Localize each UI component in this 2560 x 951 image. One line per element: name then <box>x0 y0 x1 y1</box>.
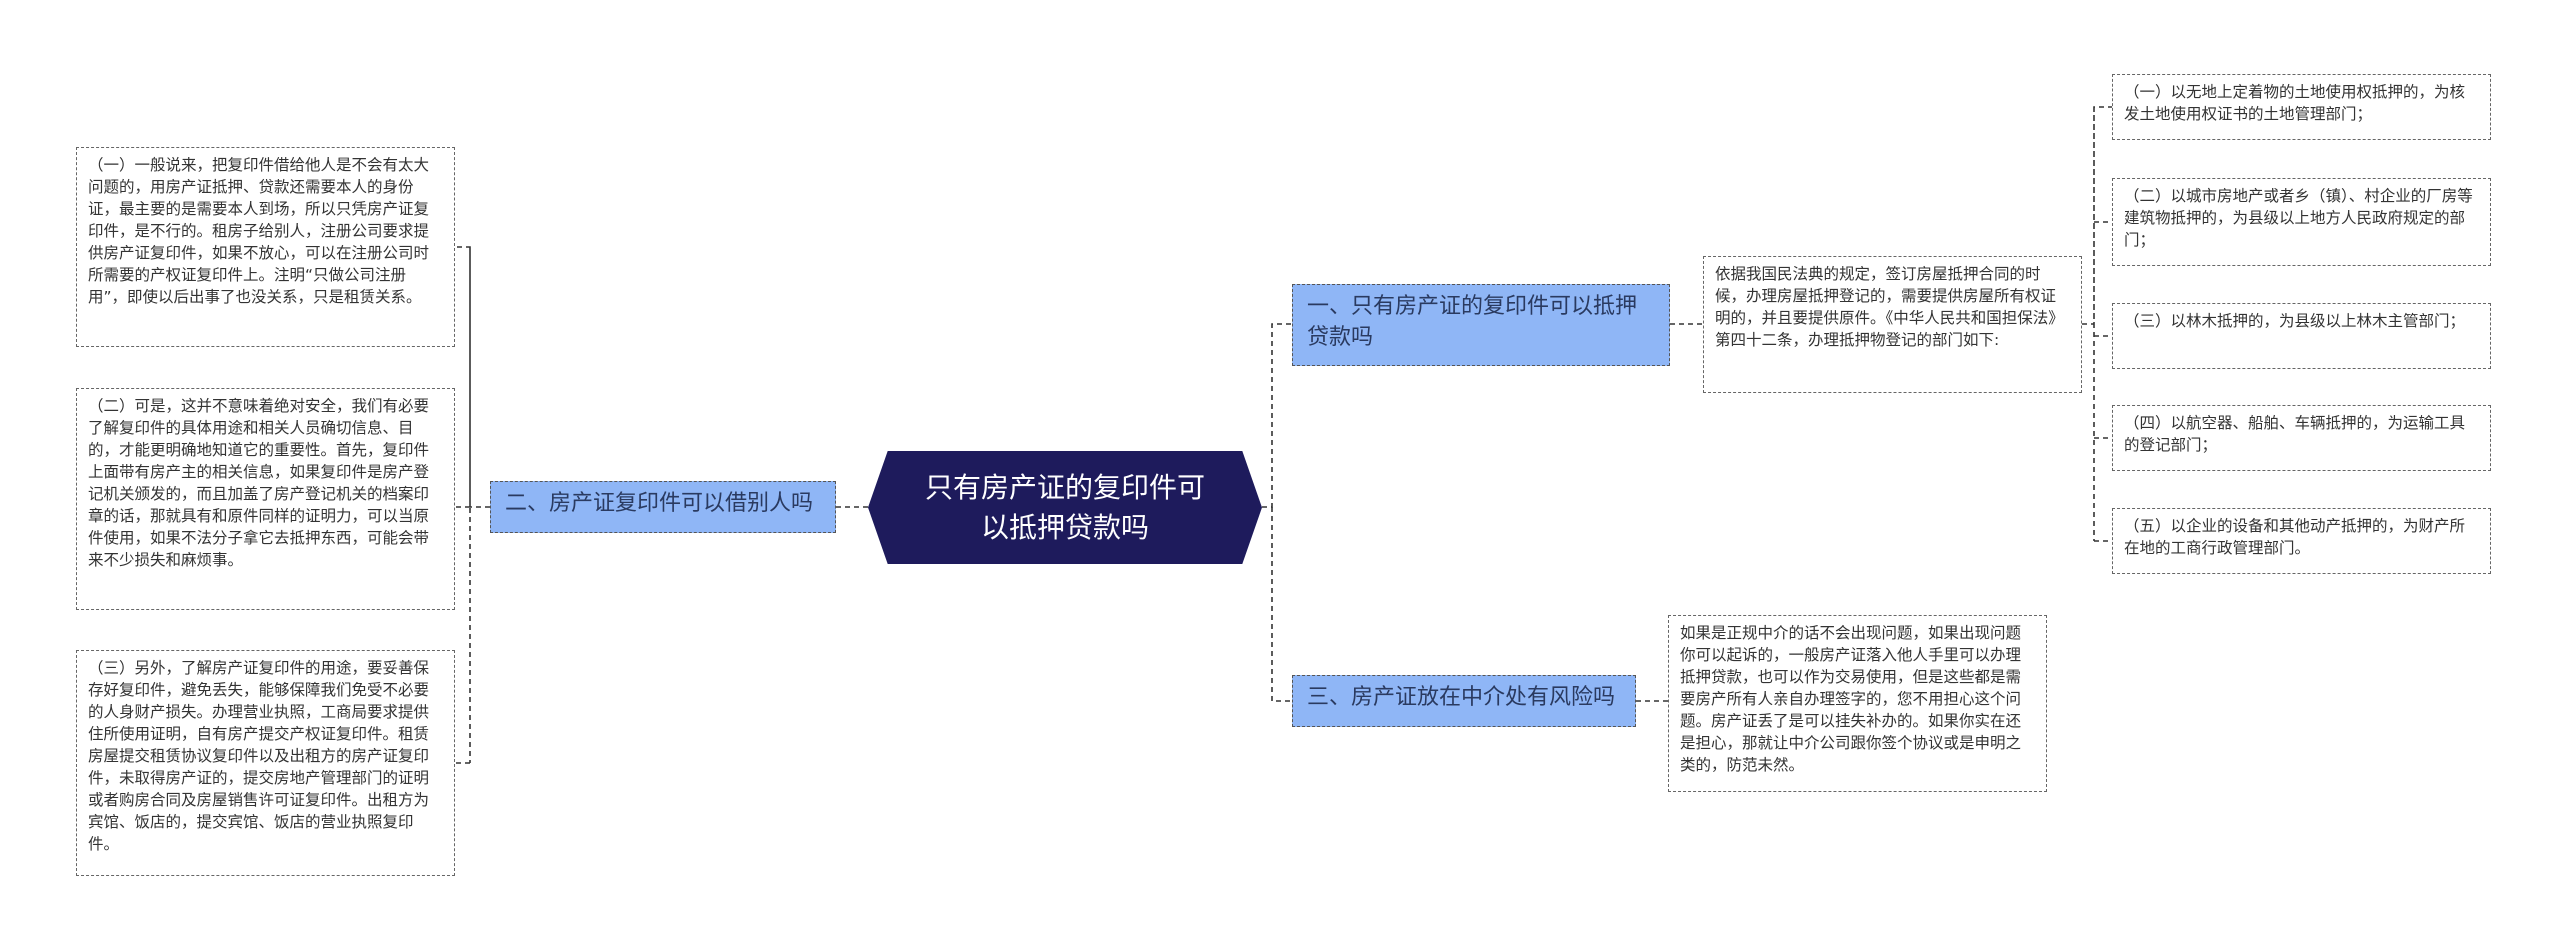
branch-1-item-2[interactable]: （二）以城市房地产或者乡（镇）、村企业的厂房等建筑物抵押的，为县级以上地方人民政… <box>2112 178 2491 266</box>
connector-root-branch3 <box>1271 507 1292 702</box>
branch-1-item-5[interactable]: （五）以企业的设备和其他动产抵押的，为财产所在地的工商行政管理部门。 <box>2112 508 2491 574</box>
branch-1-item-3[interactable]: （三）以林木抵押的，为县级以上林木主管部门； <box>2112 303 2491 369</box>
branch-1-item-1[interactable]: （一）以无地上定着物的土地使用权抵押的，为核发土地使用权证书的土地管理部门； <box>2112 74 2491 140</box>
connector-intro-items <box>2082 106 2112 542</box>
branch-1-topic[interactable]: 一、只有房产证的复印件可以抵押贷款吗 <box>1292 284 1670 366</box>
branch-1-item-4[interactable]: （四）以航空器、船舶、车辆抵押的，为运输工具的登记部门； <box>2112 405 2491 471</box>
branch-2-item-2[interactable]: （二）可是，这并不意味着绝对安全，我们有必要了解复印件的具体用途和相关人员确切信… <box>76 388 455 610</box>
branch-3-item-1[interactable]: 如果是正规中介的话不会出现问题，如果出现问题你可以起诉的，一般房产证落入他人手里… <box>1668 615 2047 792</box>
connector-root-branch1 <box>1262 323 1292 508</box>
connector-branch2-leaves <box>455 246 490 764</box>
branch-2-item-3[interactable]: （三）另外，了解房产证复印件的用途，要妥善保存好复印件，避免丢失，能够保障我们免… <box>76 650 455 876</box>
branch-2-topic[interactable]: 二、房产证复印件可以借别人吗 <box>490 481 836 533</box>
root-topic[interactable]: 只有房产证的复印件可以抵押贷款吗 <box>868 451 1262 564</box>
branch-2-item-1[interactable]: （一）一般说来，把复印件借给他人是不会有太大问题的，用房产证抵押、贷款还需要本人… <box>76 147 455 347</box>
branch-3-topic[interactable]: 三、房产证放在中介处有风险吗 <box>1292 675 1636 727</box>
branch-1-intro-note[interactable]: 依据我国民法典的规定，签订房屋抵押合同的时候，办理房屋抵押登记的，需要提供房屋所… <box>1703 256 2082 393</box>
